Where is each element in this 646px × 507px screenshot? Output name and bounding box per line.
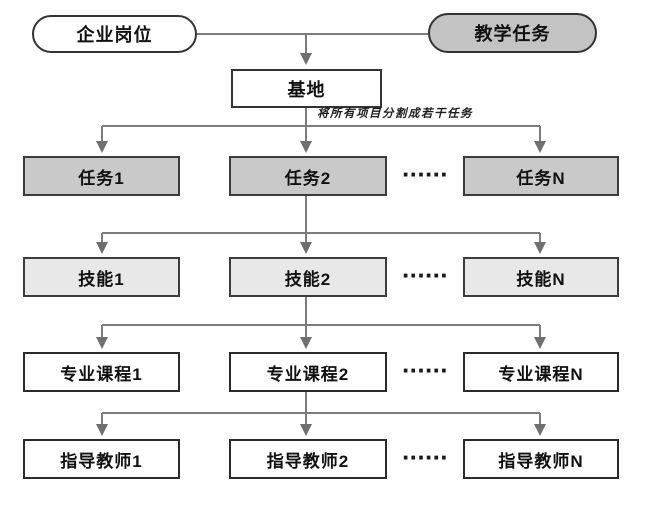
node-task-2: 任务2 [229, 156, 387, 196]
ellipsis-dots: ······ [402, 159, 449, 189]
node-skill-2: 技能2 [229, 257, 387, 297]
node-teacher-1: 指导教师1 [23, 439, 180, 479]
node-teacher-2: 指导教师2 [229, 439, 387, 479]
node-course-2: 专业课程2 [229, 352, 387, 392]
node-label: 技能1 [78, 269, 125, 289]
ellipsis-dots: ······ [402, 442, 449, 472]
node-base: 基地 [231, 69, 382, 108]
node-label: 指导教师1 [60, 451, 143, 471]
node-label: 任务2 [284, 168, 332, 188]
node-enterprise-position: 企业岗位 [32, 15, 197, 53]
annotation-split-projects: 将所有项目分割成若干任务 [317, 106, 473, 120]
node-course-n: 专业课程N [463, 352, 619, 392]
node-label: 任务N [516, 168, 566, 188]
node-task-n: 任务N [463, 156, 619, 196]
node-skill-1: 技能1 [23, 257, 180, 297]
node-label: 指导教师N [498, 451, 584, 471]
node-label: 专业课程N [498, 364, 584, 384]
node-label: 指导教师2 [266, 451, 350, 471]
node-label: 技能2 [284, 269, 332, 289]
node-course-1: 专业课程1 [23, 352, 180, 392]
node-task-1: 任务1 [23, 156, 180, 196]
node-label: 技能N [516, 269, 566, 289]
node-label: 基地 [287, 79, 326, 100]
node-teacher-n: 指导教师N [463, 439, 619, 479]
node-skill-n: 技能N [463, 257, 619, 297]
ellipsis-dots: ······ [402, 260, 449, 290]
node-label: 任务1 [78, 168, 125, 188]
node-label: 专业课程1 [60, 364, 143, 384]
node-label: 专业课程2 [266, 364, 350, 384]
node-label: 企业岗位 [76, 25, 153, 45]
node-label: 教学任务 [474, 24, 551, 44]
ellipsis-dots: ······ [402, 355, 449, 385]
node-teaching-task: 教学任务 [428, 13, 597, 53]
